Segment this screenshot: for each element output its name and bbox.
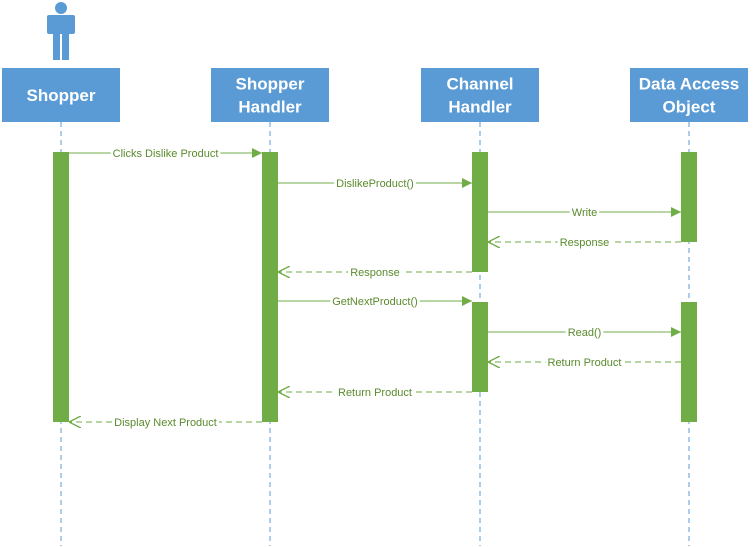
- activation-bar-shopper: [53, 152, 69, 422]
- participant-label-channel-handler: Handler: [448, 98, 512, 117]
- participant-box-channel-handler: [421, 68, 539, 122]
- message-label: Return Product: [338, 387, 412, 399]
- activations-layer: [53, 152, 697, 422]
- message-label-background: [330, 296, 420, 308]
- participant-label-dao: Object: [663, 98, 716, 117]
- message-label: Response: [560, 237, 610, 249]
- participant-label-shopper-handler: Handler: [238, 98, 302, 117]
- activation-bar-dao: [681, 152, 697, 242]
- message-label: Return Product: [548, 357, 622, 369]
- message-label-background: [110, 148, 221, 160]
- message-label-background: [348, 267, 402, 279]
- message-label: Write: [572, 207, 597, 219]
- message-label-background: [334, 178, 416, 190]
- message-label-background: [336, 387, 414, 399]
- activation-bar-shopper-handler: [262, 152, 278, 422]
- participant-label-shopper-handler: Shopper: [236, 75, 305, 94]
- actor-left-leg-icon: [53, 33, 60, 60]
- message-label-background: [565, 327, 604, 339]
- actor-right-leg-icon: [62, 33, 69, 60]
- message-label-background: [557, 237, 612, 249]
- participant-label-shopper: Shopper: [27, 86, 96, 105]
- activation-bar-channel-handler: [472, 302, 488, 392]
- message-label-background: [569, 207, 600, 219]
- participant-box-shopper-handler: [211, 68, 329, 122]
- participant-label-channel-handler: Channel: [446, 75, 513, 94]
- activation-bar-dao: [681, 302, 697, 422]
- participant-label-dao: Data Access: [639, 75, 740, 94]
- message-label: GetNextProduct(): [332, 296, 418, 308]
- actor-head-icon: [55, 2, 67, 14]
- actor-torso-icon: [47, 15, 75, 34]
- message-label: Clicks Dislike Product: [113, 148, 219, 160]
- message-label: Response: [350, 267, 400, 279]
- message-label: Display Next Product: [114, 417, 217, 429]
- message-label: DislikeProduct(): [336, 178, 414, 190]
- participant-box-dao: [630, 68, 748, 122]
- message-label-background: [545, 357, 624, 369]
- headers-layer: ShopperShopperHandlerChannelHandlerData …: [2, 2, 748, 122]
- actor-person-icon: [47, 2, 75, 60]
- activation-bar-channel-handler: [472, 152, 488, 272]
- participant-box-shopper: [2, 68, 120, 122]
- message-label-background: [112, 417, 219, 429]
- message-label: Read(): [568, 327, 602, 339]
